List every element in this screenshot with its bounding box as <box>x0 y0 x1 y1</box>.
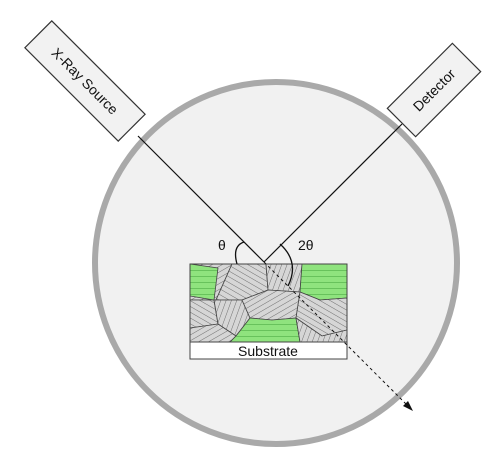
arrow-head <box>403 401 413 411</box>
diffracted-beam <box>263 123 403 263</box>
grain <box>190 264 219 301</box>
grain <box>190 299 219 329</box>
substrate <box>189 341 348 360</box>
incident-beam <box>137 135 265 263</box>
transmitted-beam <box>263 261 413 411</box>
goniometer-circle <box>92 79 460 447</box>
theta-label: θ <box>218 237 226 253</box>
polycrystalline-film <box>190 264 347 342</box>
theta-arc <box>234 241 245 265</box>
grain <box>265 264 303 293</box>
substrate-label: Substrate <box>238 343 298 359</box>
detector-box: Detector <box>386 42 482 138</box>
grain <box>295 317 347 342</box>
two-theta-arc <box>279 243 294 287</box>
xray-source-box: X-Ray Source <box>24 20 146 142</box>
two-theta-label: 2θ <box>298 237 314 253</box>
